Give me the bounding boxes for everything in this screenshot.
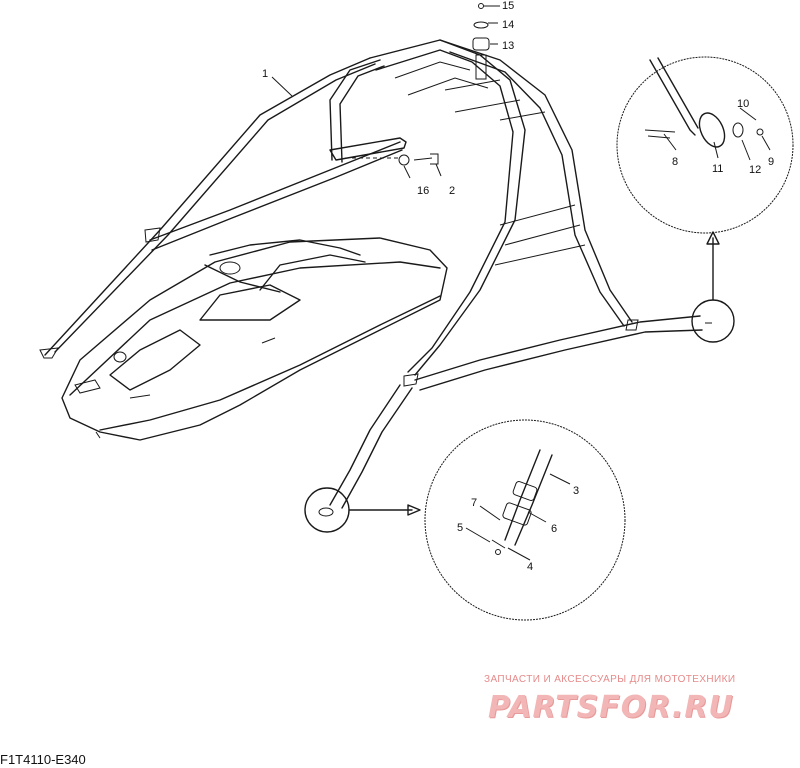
callout-14: 14: [502, 19, 514, 31]
callout-4: 4: [527, 561, 533, 573]
detail-view-bottom: [424, 419, 626, 621]
callout-2: 2: [449, 185, 455, 197]
bolt-and-nut: [398, 153, 439, 166]
callout-15: 15: [502, 0, 514, 12]
detail-view-right: [616, 56, 794, 234]
top-fastener-stack: [472, 3, 500, 80]
callout-16: 16: [417, 185, 429, 197]
callout-12: 12: [749, 164, 761, 176]
tower-frame: [39, 39, 703, 509]
callout-1: 1: [262, 68, 268, 80]
callout-11: 11: [712, 163, 723, 175]
callout-7: 7: [471, 497, 477, 509]
callout-labels: 1 2 3 4 5 6 7 8 9 10 11 12 13 14 15 16: [262, 0, 774, 573]
leader-lines: [271, 22, 771, 561]
boat-illustration: [61, 237, 448, 441]
callout-5: 5: [457, 522, 463, 534]
grab-bar: [329, 137, 407, 161]
callout-9: 9: [768, 156, 774, 168]
watermark-brand: PARTSFOR.RU: [488, 690, 734, 725]
drawing-code: F1T4110-E340: [0, 752, 86, 767]
callout-13: 13: [502, 40, 514, 52]
callout-6: 6: [551, 523, 557, 535]
callout-8: 8: [672, 156, 678, 168]
watermark-tagline: ЗАПЧАСТИ И АКСЕССУАРЫ ДЛЯ МОТОТЕХНИКИ: [484, 674, 736, 685]
reference-markers: [304, 231, 735, 533]
callout-10: 10: [737, 98, 749, 110]
callout-3: 3: [573, 485, 579, 497]
